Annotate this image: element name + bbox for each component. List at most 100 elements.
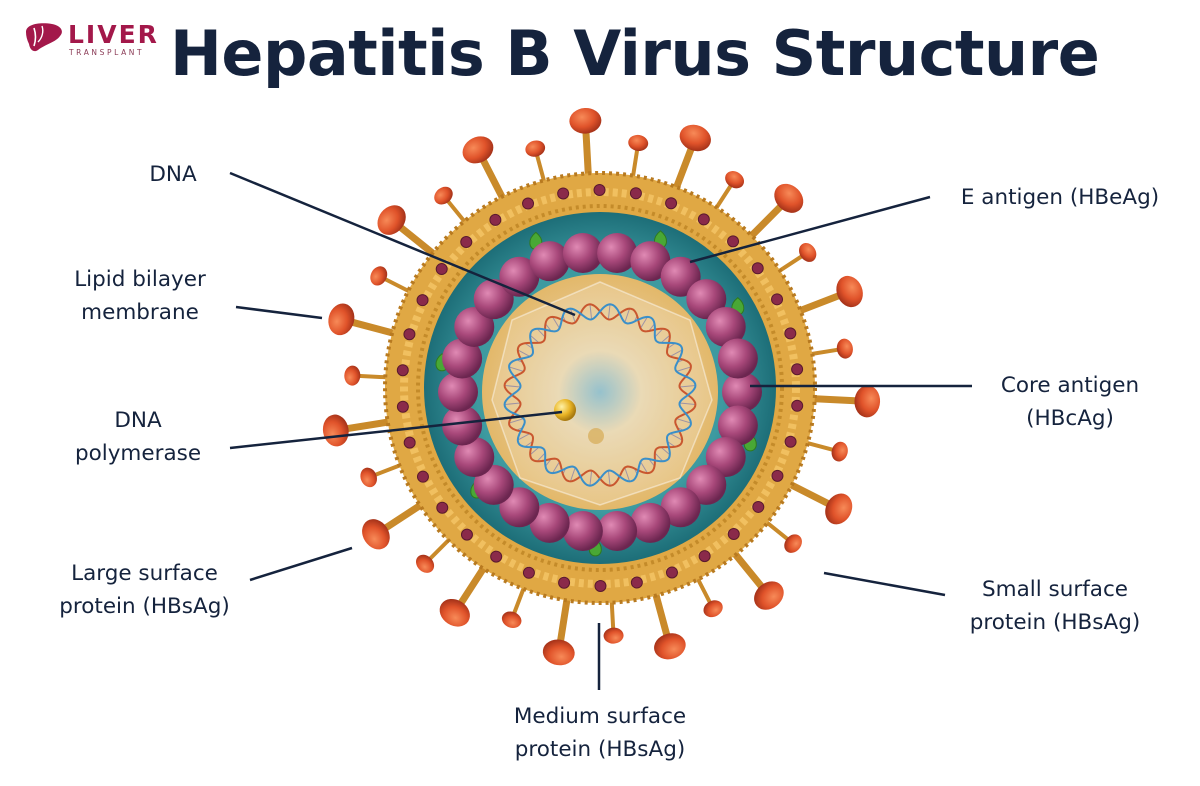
capsid-subunit (705, 306, 746, 347)
spike-head (322, 414, 349, 447)
capsid-subunit (705, 437, 746, 478)
membrane-protein (630, 576, 643, 589)
capsid-subunit (454, 437, 495, 478)
capsid-subunit (660, 487, 701, 528)
dna-base-pair (517, 349, 531, 357)
membrane-protein (522, 197, 535, 210)
dna-base-pair (660, 446, 671, 456)
dna-base-pair (667, 441, 676, 448)
dna-base-pair (667, 342, 676, 349)
spike-head (603, 627, 624, 644)
spike-head (362, 519, 390, 550)
dna-base-pair (508, 418, 524, 424)
label-e-antigen: E antigen (HBeAg) (960, 185, 1160, 210)
spike-head (799, 242, 817, 262)
dna-base-pair (654, 452, 664, 462)
spike-head (328, 303, 355, 336)
capsid-subunit (473, 464, 514, 505)
spike-head (569, 107, 602, 134)
spike-head (439, 598, 470, 627)
spike-head (501, 611, 522, 629)
spike-head (628, 134, 649, 152)
spike-head (462, 136, 494, 164)
capsid-subunit (597, 233, 638, 274)
spike-head (725, 171, 745, 189)
dna-base-pair (529, 334, 540, 344)
membrane-protein (784, 435, 797, 448)
core-capsid (438, 233, 762, 551)
dna-polymerase (554, 399, 576, 421)
capsid-subunit (722, 372, 762, 412)
membrane-protein (727, 528, 740, 541)
spike-head (370, 266, 388, 286)
label-medium-surface-protein: Medium surface protein (HBsAg) (513, 704, 687, 762)
spike-head (836, 338, 853, 359)
membrane-protein (752, 500, 765, 513)
capsid-subunit (686, 279, 727, 320)
capsid-subunit (454, 306, 495, 347)
dna-base-pair (536, 328, 546, 338)
dna-base-pair (676, 418, 692, 424)
dna-base-pair (660, 334, 671, 344)
spike-head (434, 186, 453, 205)
capsid-subunit (597, 510, 638, 551)
membrane-protein (522, 566, 535, 579)
dna-strand-inner (503, 303, 697, 487)
membrane-protein (593, 184, 606, 197)
capsid-subunit (630, 502, 671, 543)
logo-wordmark: LIVER (68, 20, 159, 49)
capsid-subunit (442, 405, 483, 446)
dna-base-pair (552, 461, 560, 474)
membrane-protein (771, 469, 784, 482)
capsid-subunit (717, 338, 758, 379)
dna-base-pair (552, 316, 560, 329)
capsid-subunit (438, 372, 478, 412)
membrane-protein (665, 197, 678, 210)
dna-base-pair (607, 304, 611, 320)
dna-base-pair (654, 328, 664, 338)
membrane-protein (558, 576, 571, 589)
spike-head (703, 600, 723, 618)
spike-head (654, 633, 686, 660)
spike-head (344, 365, 361, 386)
dna-base-pair (569, 467, 576, 482)
membrane-protein (557, 187, 570, 200)
spike-head (679, 124, 711, 152)
dna-base-pair (669, 349, 683, 357)
membrane-protein (436, 501, 449, 514)
dna-base-pair (679, 384, 696, 388)
spike-head (836, 275, 863, 308)
spike-head (831, 441, 848, 462)
label-small-surface-protein: Small surface protein (HBsAg) (969, 577, 1141, 635)
spike-head (774, 183, 804, 213)
capsid-subunit (529, 502, 570, 543)
membrane-protein (727, 235, 740, 248)
membrane-protein (784, 327, 797, 340)
logo-subtitle: TRANSPLANT (69, 48, 145, 57)
dna-base-pair (508, 366, 524, 372)
capsid-subunit (717, 405, 758, 446)
spike-head (784, 534, 802, 553)
dna-strand (503, 303, 697, 487)
dna-base-pair (640, 316, 648, 329)
label-large-surface-protein: Large surface protein (HBsAg) (59, 561, 230, 619)
membrane-protein (403, 328, 416, 341)
dna-base-pair (624, 308, 631, 323)
dna-base-pair (524, 342, 533, 349)
membrane-protein (416, 294, 429, 307)
dna-base-pair (504, 384, 521, 388)
spike-head (542, 639, 575, 666)
label-dna: DNA (149, 162, 197, 187)
membrane-protein (403, 436, 416, 449)
capsid-subunit (529, 241, 570, 282)
spike-head (415, 554, 435, 573)
membrane-protein (460, 528, 473, 541)
membrane-protein (771, 293, 784, 306)
dna-base-pair (504, 402, 521, 406)
membrane-protein (460, 235, 473, 248)
spike-head (754, 581, 784, 610)
label-dna-polymerase: DNA polymerase (74, 408, 202, 466)
membrane-protein (594, 579, 607, 592)
membrane-protein (489, 213, 502, 226)
